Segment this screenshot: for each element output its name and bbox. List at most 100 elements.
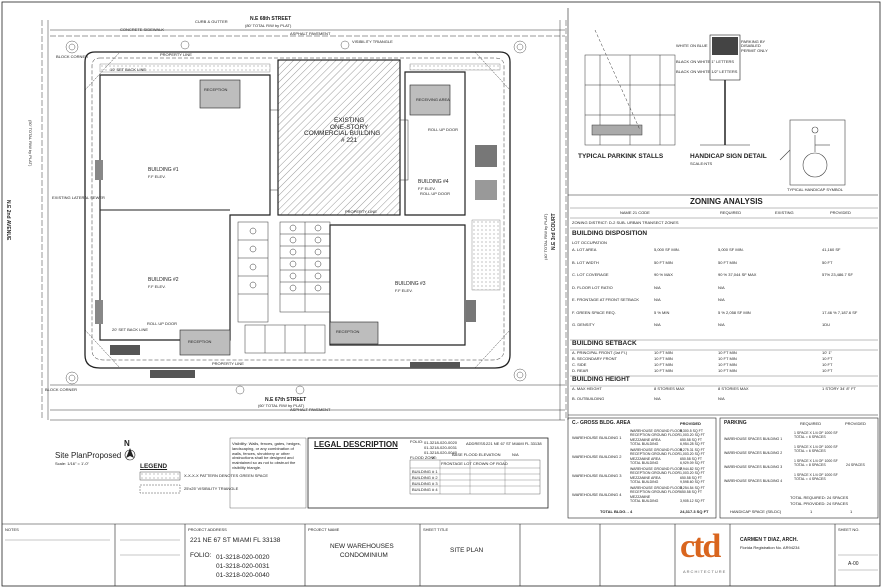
gross-building-name: WAREHOUSE BUILDING 2 bbox=[572, 454, 622, 459]
tb-address: 221 NE 67 ST MIAMI FL 33138 bbox=[190, 537, 281, 544]
firm-logo-sub: ARCHITECTURE bbox=[683, 569, 727, 574]
height-title: BUILDING HEIGHT bbox=[572, 376, 630, 383]
firm-logo: ctd bbox=[680, 528, 721, 565]
legend-title: LEGEND bbox=[140, 463, 168, 470]
legal-row-4: BUILDING # 4 bbox=[412, 487, 438, 492]
height-row-cell: 8 STORIES MAX bbox=[654, 386, 685, 391]
setback-row-cell: C. SIDE bbox=[572, 362, 587, 367]
gross-area-label: RECEPTION GROUND FLOOR bbox=[630, 490, 680, 495]
setback-row-cell: 10 FT MIN bbox=[718, 362, 737, 367]
gross-area-label: RECEPTION GROUND FLOOR bbox=[630, 452, 680, 457]
block-corner-label-2: BLOCK CORNER bbox=[45, 387, 78, 392]
ff-elev-1: F.F ELEV. bbox=[148, 174, 166, 179]
gross-area-value: 3,905.12 SQ FT bbox=[680, 498, 705, 503]
gross-area-value: 650.58 SQ FT bbox=[680, 437, 702, 442]
sheet-number: A-00 bbox=[848, 561, 859, 567]
handicap-symbol bbox=[779, 119, 846, 186]
gross-area-value: 650.58 SQ FT bbox=[680, 490, 702, 495]
gross-area-value: 5,300.5 SQ FT bbox=[680, 429, 703, 433]
zoning-row-cell: 90 % MAX bbox=[654, 272, 673, 277]
parking-total-required: TOTAL REQUIRED: 24 SPACES bbox=[790, 495, 849, 500]
zoning-row-cell: N/A bbox=[718, 297, 725, 302]
zoning-row-cell: A. LOT AREA bbox=[572, 247, 597, 252]
setback-10-label: 10' SET BACK LINE bbox=[110, 67, 147, 72]
gross-area-label: MEZZANINE AREA bbox=[630, 456, 661, 461]
handicap-symbol-title: TYPICAL HANDICAP SYMBOL bbox=[787, 187, 844, 192]
legend-item-2: 25'x25' VISIBILITY TRIANGLE bbox=[184, 486, 239, 491]
building-4-outline bbox=[404, 71, 466, 216]
gross-rows: WAREHOUSE BUILDING 1 WAREHOUSE GROUND FLO… bbox=[572, 429, 714, 510]
zoning-row-cell: N/A bbox=[654, 322, 661, 327]
property-line-label-n: PROPERTY LINE bbox=[160, 52, 192, 57]
legal-row-2: BUILDING # 2 bbox=[412, 475, 438, 480]
zoning-row-cell: 90 % 37,044 SF MAX bbox=[718, 272, 757, 277]
curb-gutter-label: CURB & GUTTER bbox=[195, 19, 228, 24]
legal-row-3: BUILDING # 3 bbox=[412, 481, 438, 486]
zoning-header-required: REQUIRED bbox=[720, 210, 742, 215]
building-1-outline bbox=[99, 74, 271, 341]
zoning-row-cell: F. GREEN SPACE REQ. bbox=[572, 309, 616, 315]
setback-title: BUILDING SETBACK bbox=[572, 340, 637, 347]
sign-text: PARKING BY DISABLED PERMIT ONLY bbox=[741, 39, 768, 53]
gross-area-value: 5,275.31 SQ FT bbox=[680, 448, 705, 452]
street-west: N.E 2nd AVENUE bbox=[5, 200, 11, 241]
handicap-sign-scale: SCALE:NTS bbox=[690, 161, 713, 166]
receiving-area-label: RECEIVING AREA bbox=[416, 97, 450, 102]
zoning-row-cell: 5,000 SF MIN. bbox=[654, 247, 680, 252]
zoning-row-cell: 5 % MIN bbox=[654, 309, 670, 315]
zoning-row-cell: D. FLOOR LOT RATIO bbox=[572, 284, 613, 290]
height-row-cell: N/A bbox=[654, 396, 661, 401]
handicap-sign-title: HANDICAP SIGN DETAIL bbox=[690, 153, 767, 160]
gross-area-label: TOTAL BUILDING bbox=[630, 479, 659, 484]
gross-building-name: WAREHOUSE BUILDING 1 bbox=[572, 435, 622, 440]
property-line-label-c: PROPERTY LINE bbox=[345, 209, 377, 214]
tb-folio-label: FOLIO: bbox=[190, 552, 212, 559]
gross-area-value: 650.58 SQ FT bbox=[680, 475, 702, 480]
setback-row-cell: 10 FT MIN bbox=[654, 356, 673, 361]
parking-row-cell: 24 SPACES bbox=[846, 463, 865, 467]
zoning-row-cell: 50 FT MIN bbox=[718, 259, 737, 265]
gross-title: C.- GROSS BLDG. AREA bbox=[572, 420, 631, 426]
legal-title: LEGAL DESCRIPTION bbox=[314, 440, 398, 449]
zoning-row-cell: 50 FT bbox=[822, 259, 833, 265]
building-1-label: BUILDING #1 bbox=[148, 167, 179, 173]
zoning-row-cell: 5,000 SF MIN. bbox=[718, 247, 744, 252]
zoning-row-cell: 5 % 2,058 SF MIN bbox=[718, 309, 751, 315]
setback-row-cell: 10 FT bbox=[822, 368, 833, 373]
title-block-lines bbox=[2, 523, 880, 586]
reception-label-3: RECEPTION bbox=[336, 329, 360, 334]
base-flood-label: BASE FLOOD ELEVATION bbox=[452, 452, 501, 457]
zoning-row-cell: N/A bbox=[718, 284, 725, 290]
site-plan-title: Site Plan bbox=[55, 451, 88, 460]
zoning-row-cell: G. DENSITY bbox=[572, 322, 595, 327]
asphalt-label-s: ASPHALT PAVEMENT bbox=[290, 407, 331, 412]
street-east-sub: (40' TOTAL R/W by PLAT) bbox=[543, 213, 548, 260]
gross-area-value: 9,598.60 SQ FT bbox=[680, 479, 705, 484]
visibility-notes: Visibility: Walls, fences, gates, hedges… bbox=[232, 441, 301, 470]
gross-area-box bbox=[567, 417, 717, 519]
gross-area-label: TOTAL BUILDING bbox=[630, 498, 659, 503]
zoning-row-cell: E. FRONTAGE AT FRONT SETBACK bbox=[572, 297, 640, 302]
zoning-table-lines bbox=[570, 207, 878, 387]
north-label: N bbox=[124, 439, 130, 448]
gross-area-label: MEZZANINE AREA bbox=[630, 437, 661, 442]
setback-row-cell: 10 FT MIN bbox=[654, 368, 673, 373]
reception-label-1: RECEPTION bbox=[204, 87, 228, 92]
gross-area-label: WAREHOUSE GROUND FLOOR bbox=[630, 486, 683, 490]
parking-row-cell: WAREHOUSE SPACES BUILDING 1 bbox=[724, 437, 783, 441]
asphalt-label-n: ASPHALT PAVEMENT bbox=[290, 31, 331, 36]
property-line bbox=[84, 51, 511, 369]
tb-project: NEW WAREHOUSES CONDOMINIUM bbox=[330, 543, 394, 560]
handicap-space-prov: 1 bbox=[850, 509, 853, 514]
existing-lateral-label: EXISTING LATERAL SEWER bbox=[52, 195, 105, 200]
street-south-sub: (60' TOTAL R/W by PLAT) bbox=[258, 403, 305, 408]
gross-area-label: TOTAL BUILDING bbox=[630, 441, 659, 446]
street-south: N.E 67th STREET bbox=[265, 397, 307, 403]
handicap-space-req: 1 bbox=[810, 509, 813, 514]
roll-up-door-label-3: ROLL UP DOOR bbox=[420, 191, 451, 196]
gross-area-value: 7,944.82 SQ FT bbox=[680, 467, 705, 471]
flood-zone-value: X bbox=[432, 455, 435, 460]
lot-occupation: LOT OCCUPATION bbox=[572, 240, 607, 245]
parking-stall-detail bbox=[584, 29, 676, 146]
site-plan-subtitle: Proposed bbox=[87, 451, 122, 460]
